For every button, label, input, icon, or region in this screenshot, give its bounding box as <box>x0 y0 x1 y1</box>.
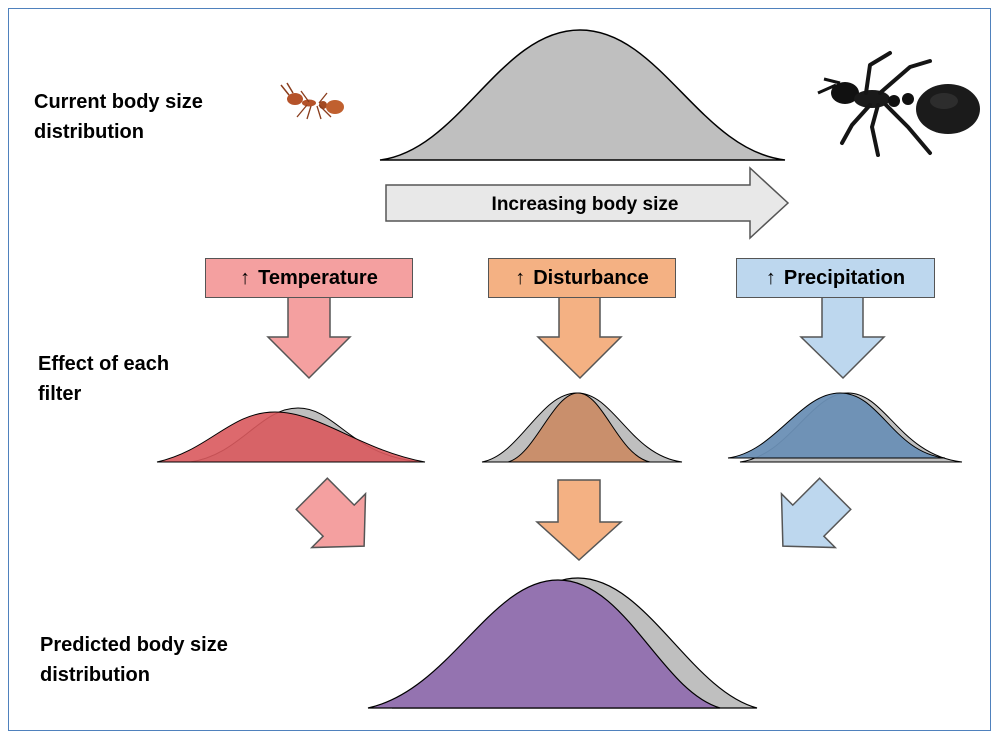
temperature-filter-box: ↑ Temperature <box>205 258 413 298</box>
effect-of-filter-label: Effect of each filter <box>38 349 169 409</box>
temperature-filter-label: Temperature <box>258 267 378 290</box>
disturbance-filter-box: ↑ Disturbance <box>488 258 676 298</box>
precipitation-filter-label: Precipitation <box>784 267 905 290</box>
predicted-label-line2: distribution <box>40 660 228 690</box>
temperature-effect-curves <box>157 408 425 462</box>
precipitation-effect-curves <box>728 393 962 462</box>
precipitation-down-arrow <box>801 297 884 378</box>
disturbance-to-predicted-arrow <box>537 480 621 560</box>
current-distribution-label: Current body size distribution <box>34 87 203 147</box>
temperature-up-arrow-icon: ↑ <box>240 267 250 290</box>
predicted-distribution-curves <box>368 578 757 708</box>
precipitation-filter-box: ↑ Precipitation <box>736 258 935 298</box>
temperature-down-arrow <box>268 297 350 378</box>
temperature-diagonal-arrow <box>285 467 391 573</box>
precipitation-up-arrow-icon: ↑ <box>766 267 776 290</box>
increasing-size-label: Increasing body size <box>492 194 679 215</box>
disturbance-filter-label: Disturbance <box>533 267 649 290</box>
disturbance-down-arrow <box>538 297 621 378</box>
large-ant-icon <box>818 53 980 155</box>
current-label-line1: Current body size <box>34 87 203 117</box>
precipitation-diagonal-arrow <box>756 467 862 573</box>
disturbance-up-arrow-icon: ↑ <box>515 267 525 290</box>
effect-label-line1: Effect of each <box>38 349 169 379</box>
current-distribution-curve <box>380 30 785 160</box>
small-ant-icon <box>281 83 344 119</box>
predicted-label-line1: Predicted body size <box>40 630 228 660</box>
predicted-distribution-label: Predicted body size distribution <box>40 630 228 690</box>
effect-label-line2: filter <box>38 379 169 409</box>
disturbance-effect-curves <box>482 393 682 462</box>
current-label-line2: distribution <box>34 117 203 147</box>
